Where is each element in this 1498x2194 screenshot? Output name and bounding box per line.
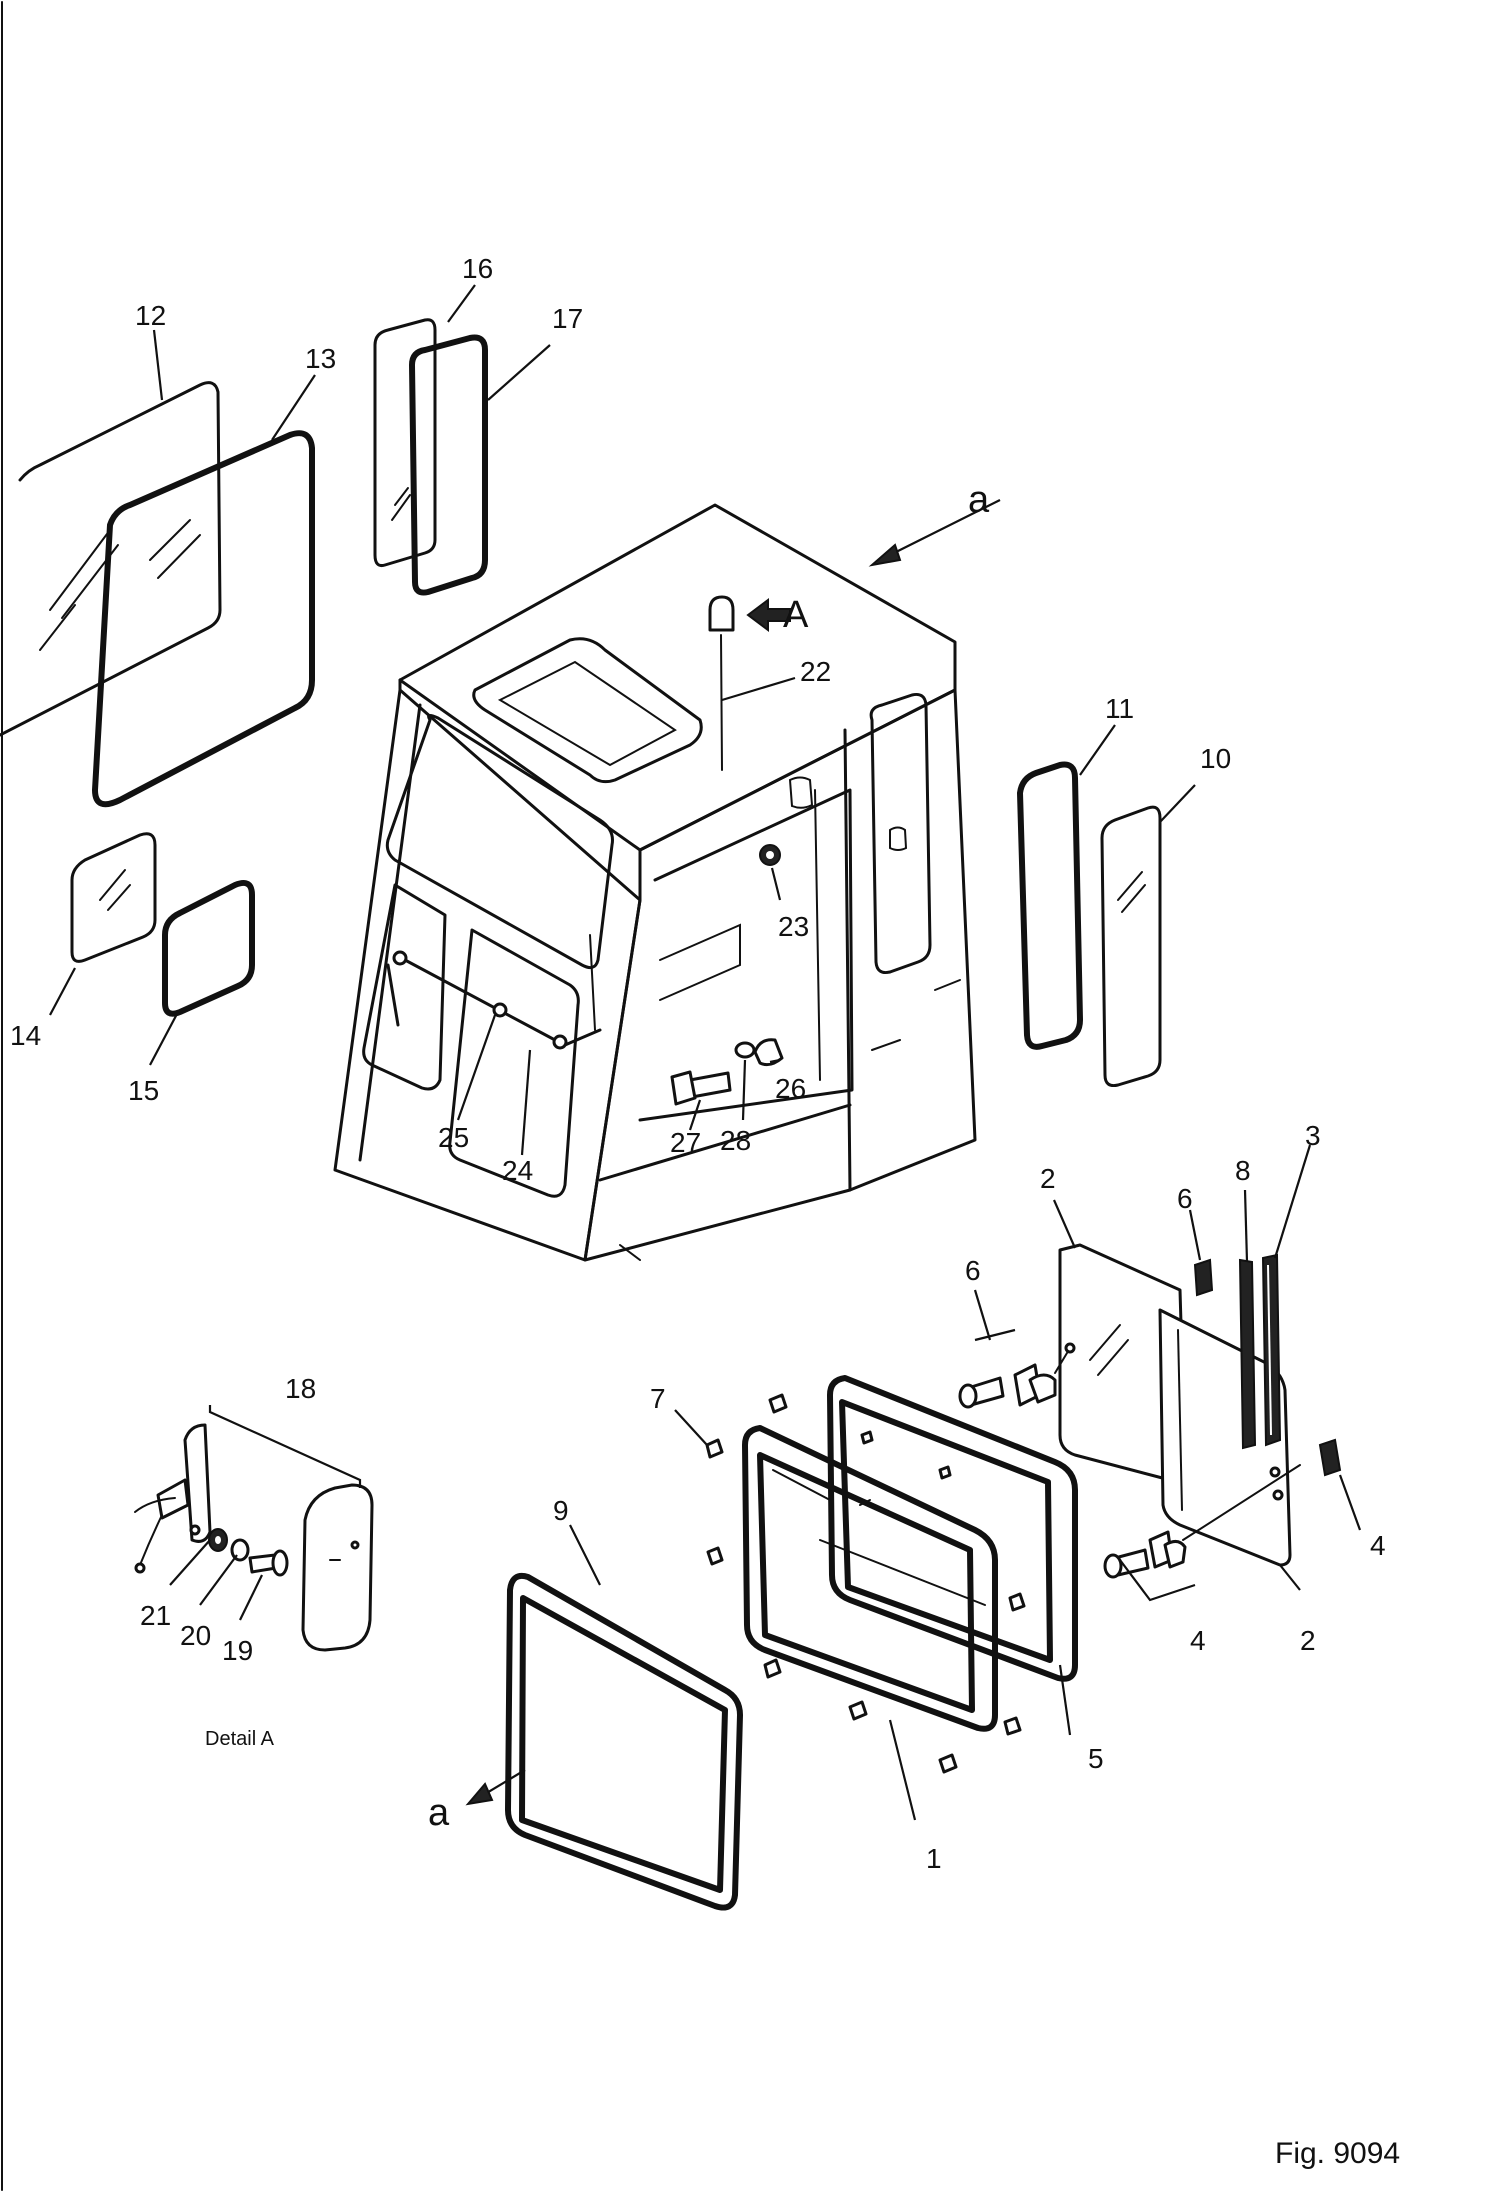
callout-13: 13 (305, 343, 336, 374)
callout-7: 7 (650, 1383, 666, 1414)
seal-9 (505, 1572, 743, 1911)
callout-27: 27 (670, 1127, 701, 1158)
guide-rail-3 (1261, 1253, 1282, 1447)
callout-26: 26 (775, 1073, 806, 1104)
callout-23: 23 (778, 911, 809, 942)
latch-4-lower (1103, 1438, 1342, 1579)
callout-6-left: 6 (965, 1255, 981, 1286)
callout-1: 1 (926, 1843, 942, 1874)
callout-8: 8 (1235, 1155, 1251, 1186)
room-lamp (708, 595, 791, 771)
callout-17: 17 (552, 303, 583, 334)
detail-a-label: Detail A (205, 1728, 275, 1750)
detail-marker-a: A (783, 594, 809, 636)
frame-5 (827, 1375, 1078, 1682)
cab-fasteners (670, 844, 784, 1106)
handrail (393, 953, 602, 1047)
detail-a-lamp-base (134, 1423, 212, 1574)
callout-14: 14 (10, 1020, 41, 1051)
callout-16: 16 (462, 253, 493, 284)
detail-a-washers (208, 1528, 289, 1577)
view-arrow-a-top (879, 499, 1001, 561)
callout-18: 18 (285, 1373, 316, 1404)
callout-11: 11 (1105, 693, 1134, 724)
callout-21: 21 (140, 1600, 171, 1631)
callout-12: 12 (135, 300, 166, 331)
callout-24: 24 (502, 1155, 533, 1186)
callout-25: 25 (438, 1122, 469, 1153)
seal-11 (1017, 761, 1083, 1050)
callout-10: 10 (1200, 743, 1231, 774)
view-label-a-top: a (968, 479, 990, 521)
window-glass-14 (70, 832, 157, 963)
callout-4-right: 4 (1370, 1530, 1386, 1561)
callout-20: 20 (180, 1620, 211, 1651)
detail-a-lamp-cover (301, 1483, 374, 1652)
callout-19: 19 (222, 1635, 253, 1666)
seal-17 (409, 334, 488, 596)
callout-22: 22 (800, 656, 831, 687)
window-glass-16 (373, 318, 437, 567)
latch-6-upper (958, 1258, 1214, 1409)
clips-7 (705, 1393, 1026, 1774)
frame-1 (742, 1425, 998, 1732)
callout-2-bottom: 2 (1300, 1625, 1316, 1656)
window-glass-10 (1100, 805, 1162, 1087)
callout-28: 28 (720, 1125, 751, 1156)
guide-rail-8 (1238, 1258, 1257, 1450)
seal-13 (92, 430, 315, 808)
callout-2-top: 2 (1040, 1163, 1056, 1194)
view-label-a-bottom: a (428, 1792, 450, 1834)
leader-lines (49, 284, 1362, 1821)
callout-4-bottom: 4 (1190, 1625, 1206, 1656)
cab-body (333, 503, 977, 1262)
seal-15 (162, 880, 255, 1017)
callout-5: 5 (1088, 1743, 1104, 1774)
callout-3: 3 (1305, 1120, 1321, 1151)
callout-9: 9 (553, 1495, 569, 1526)
figure-caption: Fig. 9094 (1275, 2137, 1400, 2170)
callout-numbers: 12 13 16 17 14 15 22 23 26 28 27 25 24 1… (10, 253, 1386, 1874)
callout-15: 15 (128, 1075, 159, 1106)
callout-6-right: 6 (1177, 1183, 1193, 1214)
